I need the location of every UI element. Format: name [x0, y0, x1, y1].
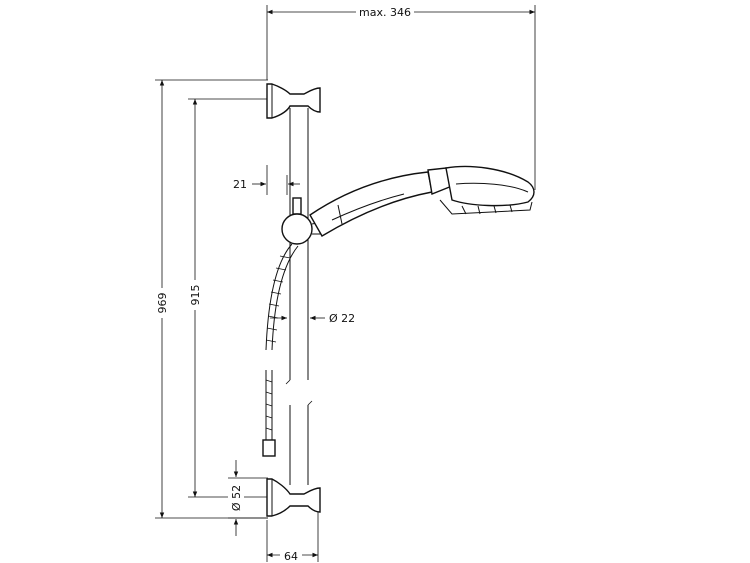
max-reach-label: max. 346 [359, 6, 411, 19]
hand-shower [309, 165, 535, 237]
bar-diameter-label: Ø 22 [329, 312, 355, 325]
dimension-wall-distance: 64 [266, 505, 319, 563]
wall-distance-label: 64 [284, 550, 298, 563]
bracket-diameter-label: Ø 52 [230, 485, 243, 511]
offset-label: 21 [233, 178, 247, 191]
dimension-max-reach: max. 346 [266, 4, 536, 190]
shower-hose [262, 243, 299, 457]
bar-height-label: 915 [189, 285, 202, 306]
dimension-total-height: 969 [154, 79, 268, 519]
slide-bar [285, 108, 313, 485]
dimension-bar-height: 915 [187, 98, 298, 498]
bottom-wall-bracket [266, 478, 321, 517]
dimension-bracket-diameter: Ø 52 [228, 460, 268, 536]
total-height-label: 969 [156, 293, 169, 314]
dimension-bar-diameter: Ø 22 [270, 312, 355, 325]
dimension-offset: 21 [233, 165, 300, 195]
slider-holder [281, 197, 323, 245]
top-wall-bracket [266, 83, 321, 119]
